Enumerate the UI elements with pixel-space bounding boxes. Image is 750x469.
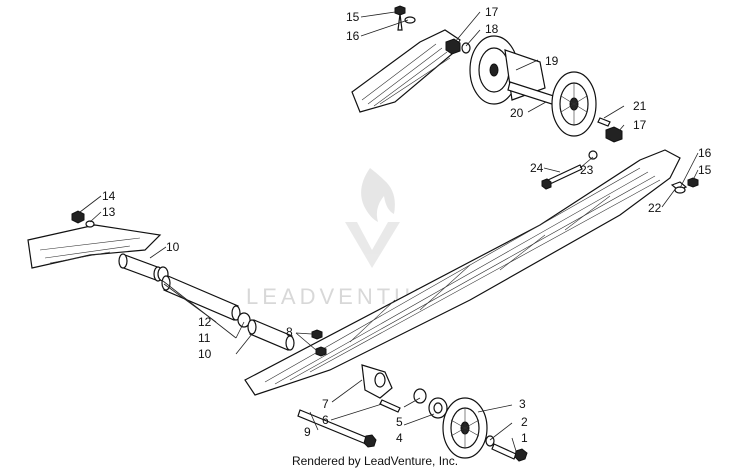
bolt-15-16-upper [394, 5, 416, 31]
upper-rail [351, 29, 461, 113]
callout-21: 21 [633, 99, 647, 113]
idler-wheel-lower [442, 397, 488, 459]
callout-labels: 1 2 3 4 5 6 7 8 9 10 10 11 12 13 14 15 1… [102, 5, 712, 445]
callout-13: 13 [102, 205, 116, 219]
callout-3: 3 [519, 397, 526, 411]
callout-14: 14 [102, 189, 116, 203]
callout-11: 11 [198, 331, 211, 345]
nuts-8 [311, 329, 327, 357]
footer-credit: Rendered by LeadVenture, Inc. [292, 454, 458, 468]
callout-18: 18 [485, 22, 499, 36]
bolt-1 [491, 443, 528, 462]
callout-16-upper: 16 [346, 29, 360, 43]
callout-24: 24 [530, 161, 544, 175]
callout-17-upper: 17 [485, 5, 499, 19]
callout-12: 12 [198, 315, 212, 329]
callout-15-right: 15 [698, 163, 712, 177]
callout-16-right: 16 [698, 146, 712, 160]
callout-2: 2 [521, 415, 528, 429]
callout-5: 5 [396, 415, 403, 429]
callout-9: 9 [304, 425, 311, 439]
spacer-17-right [597, 117, 623, 143]
bolt-6 [379, 399, 401, 413]
idler-wheel-upper [469, 35, 546, 105]
callout-22: 22 [648, 201, 662, 215]
callout-15-upper: 15 [346, 10, 360, 24]
bolt-24 [541, 150, 598, 190]
callout-23: 23 [580, 163, 594, 177]
callout-8: 8 [286, 325, 293, 339]
callout-10-top: 10 [166, 240, 180, 254]
nut-13-14 [71, 210, 95, 228]
bracket-7 [361, 364, 393, 399]
wheel-axle-20 [507, 71, 597, 137]
watermark-logo [345, 168, 400, 268]
bolt-15-16-right [670, 177, 699, 194]
callout-20: 20 [510, 106, 524, 120]
bolt-9 [297, 409, 377, 448]
callout-1: 1 [521, 431, 528, 445]
callout-7: 7 [322, 397, 329, 411]
callout-17-right: 17 [633, 118, 647, 132]
left-rail [27, 224, 162, 269]
callout-6: 6 [322, 413, 329, 427]
callout-4: 4 [396, 431, 403, 445]
callout-19: 19 [545, 54, 559, 68]
callout-10-bottom: 10 [198, 347, 212, 361]
leader-lines [79, 11, 699, 452]
main-rail [244, 149, 681, 396]
spacer-17-18 [445, 38, 471, 55]
